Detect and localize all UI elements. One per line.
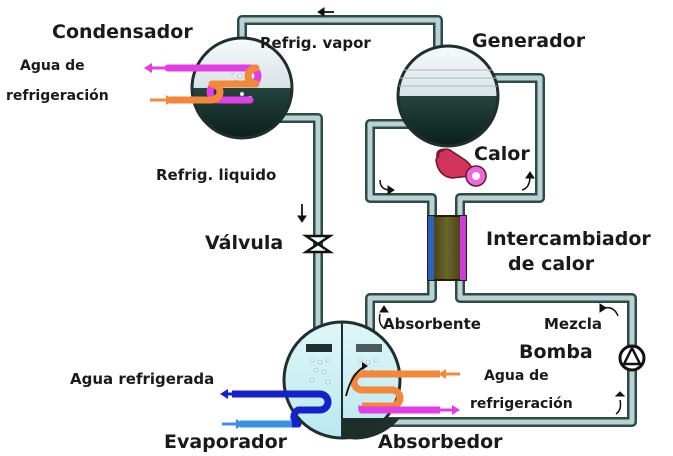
expansion-valve-icon — [301, 234, 335, 254]
pump-icon — [618, 344, 646, 372]
pump-label: Bomba — [519, 341, 593, 363]
chilled-water-label: Agua refrigerada — [70, 370, 215, 388]
cooling-water-bottom-label-line2: refrigeración — [470, 396, 573, 412]
condenser-water-coil — [164, 64, 262, 104]
evaporator-water-arrows — [220, 389, 244, 429]
absorber-label: Absorbedor — [378, 431, 503, 453]
heat-exchanger-label-line1: Intercambiador — [486, 228, 651, 250]
evaporator-label: Evaporador — [164, 431, 288, 453]
valve-label: Válvula — [205, 232, 284, 254]
heat-label: Calor — [474, 143, 530, 165]
flow-arrows — [297, 7, 626, 415]
evaporator-absorber-vessel — [232, 320, 440, 440]
condenser-vessel — [190, 36, 294, 140]
pipe-network — [237, 15, 637, 427]
generator-vessel — [396, 44, 500, 148]
condenser-water-arrows — [144, 63, 174, 105]
condenser-label: Condensador — [52, 21, 193, 43]
cooling-water-top-label-line1: Agua de — [20, 58, 85, 74]
cooling-water-bottom-label-line1: Agua de — [484, 368, 549, 384]
absorbent-label: Absorbente — [383, 315, 481, 333]
cooling-water-top-label-line2: refrigeración — [6, 88, 109, 104]
heat-exchanger-label-line2: de calor — [508, 253, 595, 275]
heat-exchanger — [427, 215, 467, 281]
mixture-label: Mezcla — [544, 315, 602, 333]
refrigerant-liquid-label: Refrig. liquido — [156, 166, 277, 184]
burner-icon — [435, 148, 487, 187]
generator-label: Generador — [472, 30, 586, 52]
refrigerant-vapor-label: Refrig. vapor — [260, 34, 371, 52]
absorber-water-arrows — [438, 369, 460, 415]
